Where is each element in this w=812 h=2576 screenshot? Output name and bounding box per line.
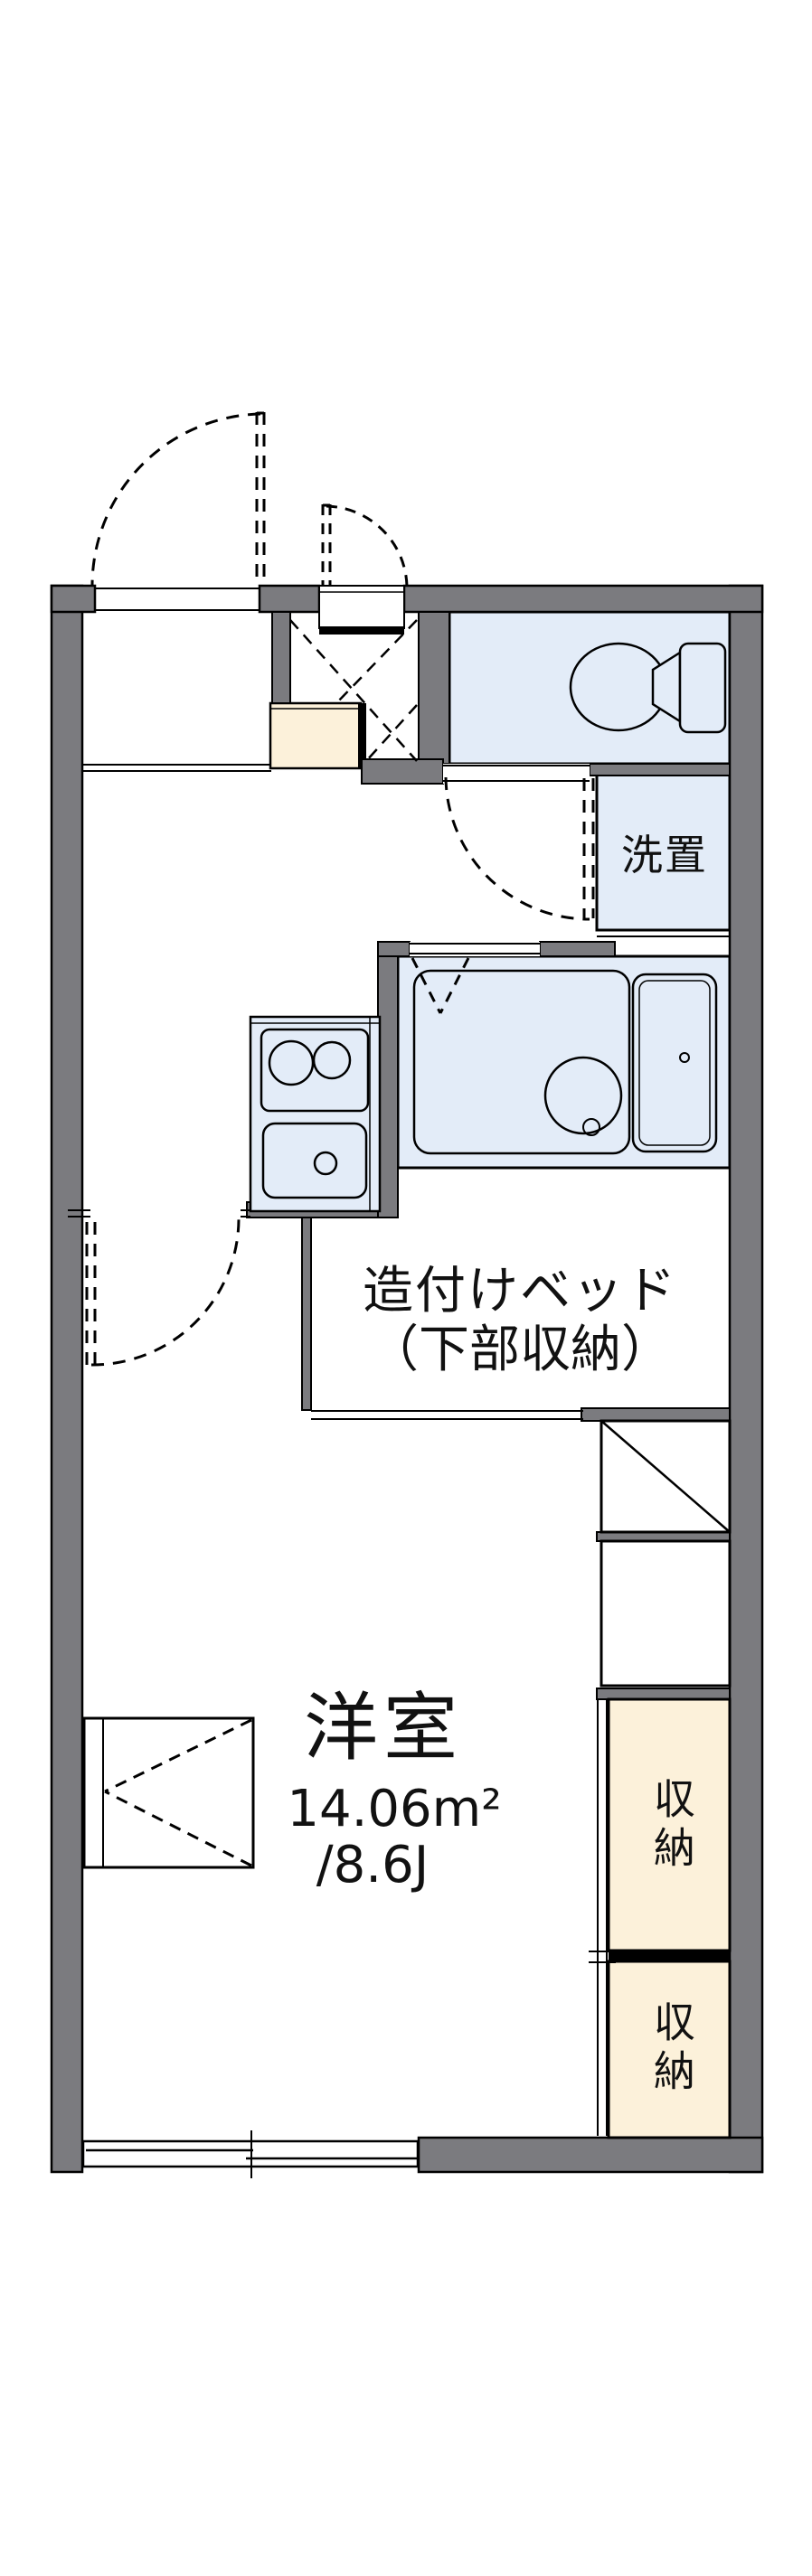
exterior-wall-bottom (417, 2136, 764, 2174)
built-in-bed-label-line2: （下部収納） (368, 1320, 672, 1379)
wall-kitchen-right (377, 955, 399, 1218)
closet-upper (607, 1697, 732, 1952)
casement-window-swing (104, 1718, 252, 1867)
shoe-cabinet (269, 701, 363, 770)
meter-box-door-swing (321, 503, 409, 588)
bath-drain-icon (582, 1118, 600, 1136)
room-area-sqm-label: 14.06m² (287, 1779, 502, 1838)
closet-lower (607, 1960, 732, 2139)
bath-unit (412, 969, 718, 1155)
closet-divider (609, 1951, 730, 1961)
closet-doors (589, 1699, 616, 2136)
meter-box-niche (318, 585, 405, 629)
refrigerator-space (600, 1539, 732, 1688)
built-in-bed-label-line1: 造付けベッド (363, 1261, 677, 1321)
wall-above-closet (596, 1688, 731, 1700)
room-door-swing (85, 1218, 241, 1367)
wall-bed-left (301, 1217, 312, 1411)
wall-bathroom-top-left (377, 941, 411, 957)
exterior-wall-left (50, 584, 84, 2174)
wall-bed-bottom (581, 1407, 731, 1422)
kitchen-sink (261, 1122, 368, 1199)
shoe-cabinet-edge (358, 703, 366, 768)
shower-floor (412, 969, 631, 1155)
partition-hall-room (68, 1209, 250, 1217)
toilet-tank (678, 642, 727, 734)
exterior-wall-top-seg3 (402, 584, 764, 614)
kitchen-unit (249, 1015, 382, 1213)
casement-window (82, 1716, 255, 1869)
stove-burner-right-icon (312, 1040, 352, 1080)
toilet-door-swing (444, 776, 595, 921)
wall-toilet-bottom (589, 763, 731, 776)
bathtub-inner (638, 980, 711, 1146)
exterior-wall-top-seg2 (258, 584, 321, 614)
washer-space (595, 773, 732, 932)
wall-entry-right (271, 611, 291, 704)
exterior-wall-top-seg1 (50, 584, 97, 614)
room-name-label: 洋室 (303, 1685, 464, 1772)
genkan-floor-mark (289, 619, 418, 762)
entrance-door-swing (90, 411, 266, 588)
shelf-space-diagonal (600, 1420, 731, 1533)
exterior-wall-right (728, 584, 764, 2174)
kitchen-counter (249, 1015, 382, 1213)
sink-drain-icon (313, 1151, 338, 1176)
washer-space-label: 洗置 (621, 831, 708, 880)
sliding-window (81, 2130, 420, 2178)
storage-upper-label: 収納 (647, 1777, 696, 1875)
toilet-fixture (569, 642, 727, 734)
bath-washbowl (543, 1056, 623, 1135)
stove-top (260, 1028, 370, 1113)
bathroom-door-swing (411, 957, 470, 1014)
toilet-door-opening (443, 764, 590, 784)
wall-below-entry (361, 758, 444, 785)
wall-bathroom-top-right (539, 941, 616, 957)
bathtub-faucet-icon (679, 1052, 690, 1063)
storage-lower-label: 収納 (647, 2000, 696, 2098)
room-area-tatami-label: /8.6J (316, 1835, 430, 1894)
bathtub (631, 973, 718, 1153)
wall-toilet-left (418, 611, 450, 765)
meter-box-niche-bottom (319, 626, 404, 635)
